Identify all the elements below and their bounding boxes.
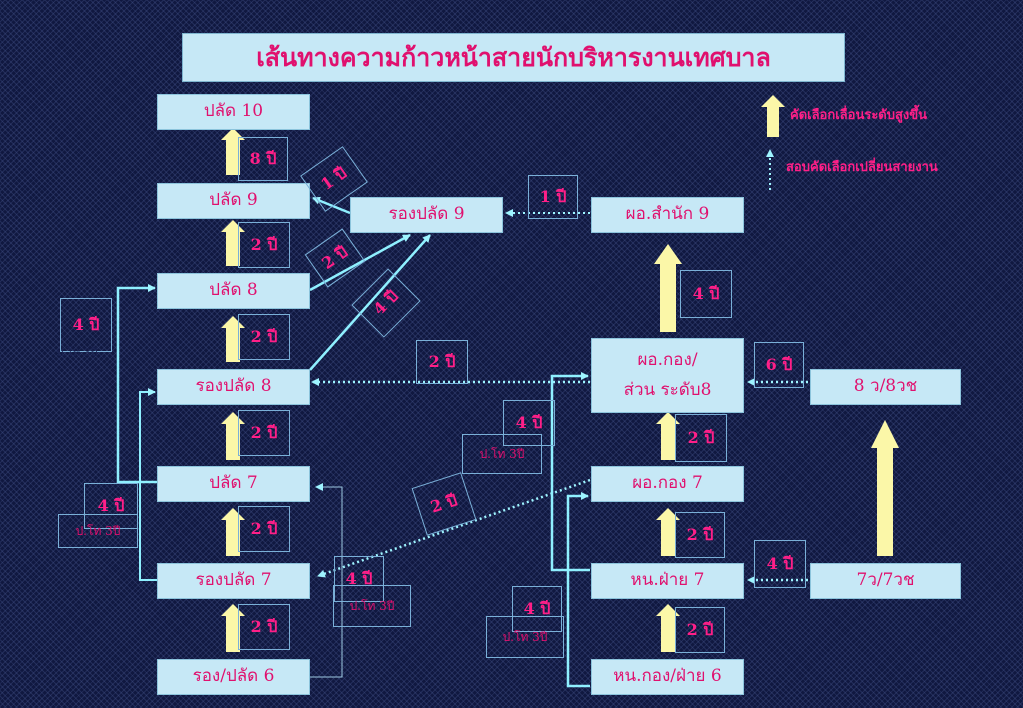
arrow-palad8-to-rongpalad9 (309, 233, 411, 292)
bracket-palad7-to-palad8 (116, 284, 157, 484)
tag-left-rongpalad7-to-rongpalad8: 4 ปี (84, 483, 138, 529)
tag-rongpalad6-to-palad7: 4 ปี (334, 556, 384, 602)
up-arrow-icon (221, 220, 245, 266)
tag-rongpalad7-to-palad7: 2 ปี (238, 506, 290, 552)
up-arrow-icon (221, 508, 245, 556)
tag-left-palad7-to-palad8: 4 ปี (60, 298, 112, 352)
tag-paokong8-to-rongpalad8: 2 ปี (416, 340, 468, 384)
box-v8: 8 ว/8วช (810, 369, 961, 405)
up-arrow-icon (656, 508, 680, 556)
tag-honfai7-to-paokong7: 2 ปี (675, 512, 725, 558)
subtag-r7-degree: ป.โท 3ปี (333, 585, 411, 627)
arrow-rongpalad8-to-rongpalad9 (309, 234, 431, 371)
box-rongpalad7: รองปลัด 7 (157, 563, 310, 599)
arrow-rongpalad9-to-palad9 (312, 196, 351, 215)
box-rongpalad9: รองปลัด 9 (350, 197, 503, 233)
tag-honkong6-to-paokong7: 4 ปี (512, 586, 562, 632)
box-pao-kong8-line2: ส่วน ระดับ8 (623, 379, 712, 400)
dotted-paokong7-to-rongpalad7 (317, 478, 591, 578)
up-arrow-icon (221, 604, 245, 652)
bracket-rongpalad6-to-palad7 (310, 483, 343, 678)
tag-v8-to-paokong8: 6 ปี (754, 342, 804, 388)
box-v7: 7ว/7วช (810, 563, 961, 599)
up-arrow-icon (221, 412, 245, 460)
tag-paokong8-to-samnak9: 4 ปี (680, 270, 732, 318)
box-hon-kong-fai6: หน.กอง/ฝ่าย 6 (591, 659, 744, 695)
box-palad7: ปลัด 7 (157, 466, 310, 502)
up-arrow-icon (654, 244, 682, 332)
box-palad9: ปลัด 9 (157, 183, 310, 219)
subtag-k8-degree: ป.โท 3ปี (462, 434, 542, 474)
subtag-f6-degree: ป.โท 3ปี (486, 616, 564, 658)
diagram-title: เส้นทางความก้าวหน้าสายนักบริหารงานเทศบาล (182, 33, 845, 82)
tag-v7-to-honfai7: 4 ปี (754, 540, 806, 588)
box-pao-kong8-line1: ผอ.กอง/ (637, 350, 698, 371)
up-arrow-icon (656, 412, 680, 460)
subtag-left-p7-degree: ป.โท 3ปี (58, 514, 138, 548)
tag-palad7-to-rongpalad8: 2 ปี (238, 410, 290, 456)
box-hon-fai7: หน.ฝ่าย 7 (591, 563, 744, 599)
tag-palad8-to-9: 2 ปี (238, 222, 290, 268)
bracket-honkong6-to-paokong7 (566, 492, 590, 688)
legend-transfer-label: สอบคัดเลือกเปลี่ยนสายงาน (786, 160, 938, 175)
up-arrow-icon (221, 316, 245, 362)
tag-samnak9-to-rongpalad9: 1 ปี (528, 175, 578, 219)
up-arrow-icon (871, 420, 899, 556)
bracket-rongpalad7-to-rongpalad8 (139, 388, 157, 581)
up-arrow-icon (656, 604, 680, 652)
box-pao-kong8: ผอ.กอง/ ส่วน ระดับ8 (591, 338, 744, 413)
box-pao-samnak9: ผอ.สำนัก 9 (591, 197, 744, 233)
box-pao-kong7: ผอ.กอง 7 (591, 466, 744, 502)
legend-promotion-label: คัดเลือกเลื่อนระดับสูงขึ้น (790, 108, 928, 123)
tag-honkong6-to-honfai7: 2 ปี (675, 607, 725, 653)
box-rongpalad6: รอง/ปลัด 6 (157, 659, 310, 695)
box-palad8: ปลัด 8 (157, 273, 310, 309)
subtag-left-degree: ป.โท 3ปี (56, 346, 98, 359)
box-palad10: ปลัด 10 (157, 94, 310, 130)
tag-rongpalad8-to-palad8: 2 ปี (238, 314, 290, 360)
tag-rongpalad6-to-rongpalad7: 2 ปี (238, 604, 290, 650)
tag-honfai7-to-paokong8: 4 ปี (503, 400, 555, 446)
bracket-honfai7-to-paokong8 (550, 372, 590, 572)
box-rongpalad8: รองปลัด 8 (157, 369, 310, 405)
up-arrow-icon (221, 128, 245, 175)
tag-palad9-to-10: 8 ปี (238, 137, 288, 181)
tag-paokong7-to-paokong8: 2 ปี (675, 414, 727, 462)
